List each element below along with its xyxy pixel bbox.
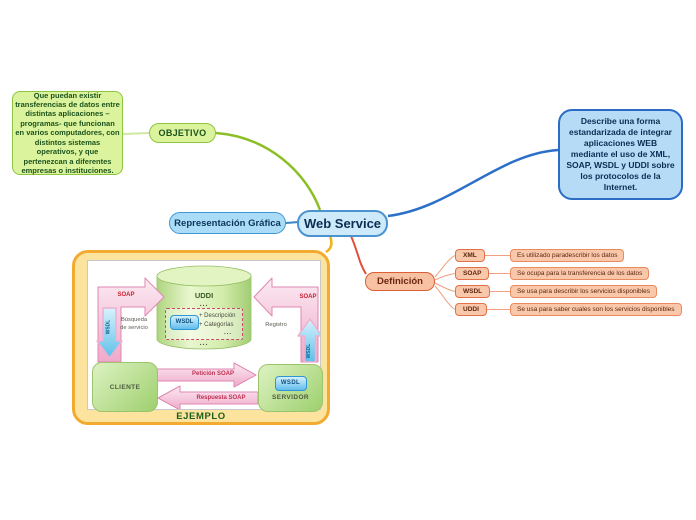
cliente-label: CLIENTE <box>109 383 141 391</box>
link-note-objetivo <box>122 132 150 135</box>
wsdl-badge-uddi: WSDL <box>170 315 199 330</box>
uddi-categorias-line: + Categorías <box>199 322 234 328</box>
link-definicion-xml <box>434 255 456 278</box>
link-objetivo-center <box>215 131 322 211</box>
busqueda-label: Búsqueda de servicio <box>120 317 148 331</box>
soap-description[interactable]: Se ocupa para la transferencia de los da… <box>510 267 650 280</box>
uddi-cylinder-top <box>156 265 252 287</box>
soap-right-label: SOAP <box>299 294 317 300</box>
node-web-service[interactable]: Web Service <box>297 210 388 237</box>
link-center-ejemplo <box>325 235 333 254</box>
wsdl-down-arrow <box>96 307 123 359</box>
wsdl-down-arrow-label: WSDL <box>106 320 112 335</box>
servidor-box: WSDL SERVIDOR <box>258 364 323 412</box>
link-repgraf-center <box>285 221 300 224</box>
wsdl-badge-servidor: WSDL <box>274 375 307 391</box>
registro-label: Registro <box>265 322 287 328</box>
servidor-label: SERVIDOR <box>271 393 310 401</box>
ejemplo-diagram-panel: WSDL WSDL UDDI ... WSDL + Descripción + … <box>87 260 323 412</box>
peticion-arrow <box>155 362 257 388</box>
soap-left-label: SOAP <box>117 292 135 298</box>
uddi-descripcion-line: + Descripción <box>199 313 236 319</box>
xml-description[interactable]: Es utilizado paradescribir los datos <box>510 249 625 262</box>
uddi-ellipsis-bottom: ... <box>199 340 209 347</box>
node-xml[interactable]: XML <box>455 249 485 262</box>
uddi-ellipsis-inner: ... <box>223 330 232 336</box>
link-center-descripcion <box>387 148 559 218</box>
wsdl-description[interactable]: Se usa para describir los servicios disp… <box>510 285 657 298</box>
objetivo-note[interactable]: Que puedan existir transferencias de dat… <box>12 91 123 175</box>
node-uddi[interactable]: UDDI <box>455 303 487 316</box>
descripcion-note[interactable]: Describe una forma estandarizada de inte… <box>558 109 683 200</box>
ejemplo-node[interactable]: WSDL WSDL UDDI ... WSDL + Descripción + … <box>72 250 330 425</box>
link-definicion-wsdl <box>434 282 456 292</box>
uddi-cylinder-body <box>156 276 252 350</box>
uddi-description[interactable]: Se usa para saber cuales son los servici… <box>510 303 682 316</box>
wsdl-up-arrow-label: WSDL <box>306 344 312 359</box>
node-soap[interactable]: SOAP <box>455 267 490 280</box>
ejemplo-label: EJEMPLO <box>176 411 226 422</box>
uddi-cylinder-label: UDDI <box>194 291 214 300</box>
wsdl-up-arrow <box>297 318 320 363</box>
node-representacion-grafica[interactable]: Representación Gráfica <box>169 212 286 234</box>
node-wsdl[interactable]: WSDL <box>455 285 491 298</box>
node-definicion[interactable]: Definición <box>365 272 435 291</box>
uddi-ellipsis-top: ... <box>199 301 209 308</box>
link-definicion-uddi <box>434 285 456 310</box>
link-center-definicion <box>350 235 367 275</box>
cliente-box: CLIENTE <box>92 362 158 412</box>
respuesta-arrow <box>157 385 259 409</box>
respuesta-label: Respuesta SOAP <box>196 395 246 401</box>
peticion-label: Petición SOAP <box>191 371 234 377</box>
link-definicion-soap <box>434 273 456 281</box>
ejemplo-diagram-graphics: WSDL WSDL <box>96 265 320 409</box>
node-objetivo[interactable]: OBJETIVO <box>149 123 216 143</box>
